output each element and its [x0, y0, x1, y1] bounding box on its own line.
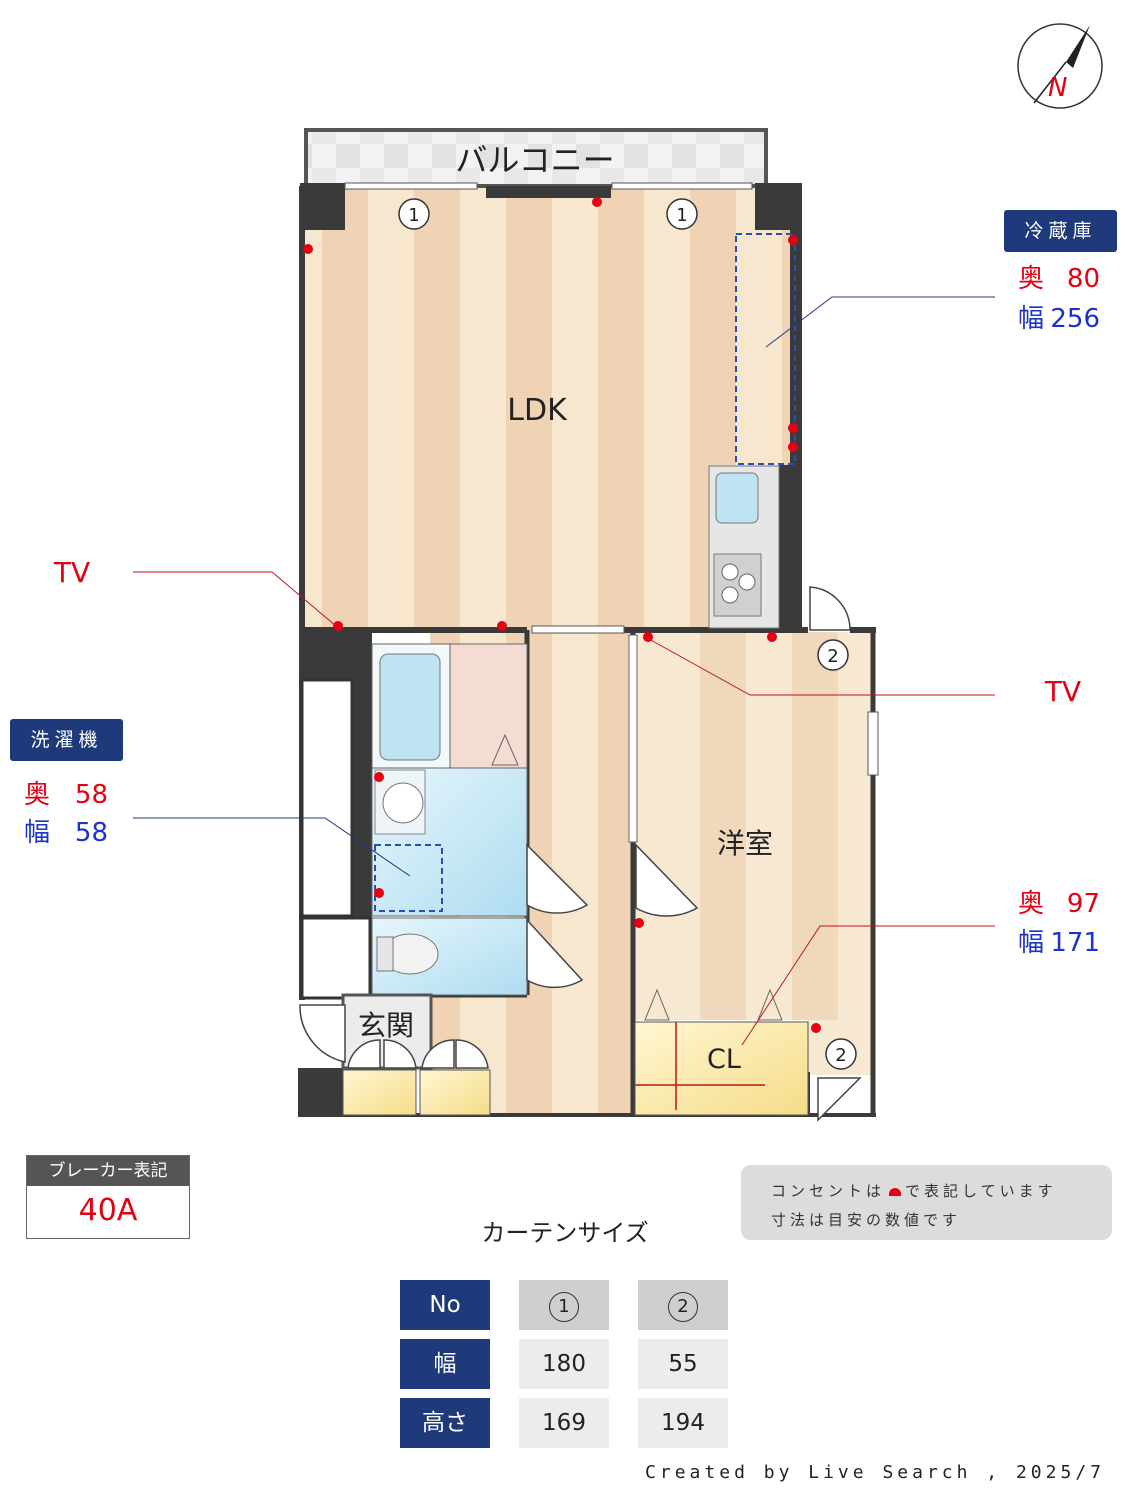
bath-side-room: [449, 643, 528, 769]
svg-text:2: 2: [827, 646, 838, 667]
entrance-label: 玄関: [358, 1009, 414, 1042]
window-marker-1b: 1: [666, 198, 698, 230]
breaker-box: ブレーカー表記 40A: [26, 1155, 190, 1239]
closet-depth: 奥 97: [1018, 887, 1100, 921]
leader-lines: [133, 296, 995, 1046]
ldk-label: LDK: [507, 393, 568, 428]
balcony-label: バルコニー: [455, 141, 614, 179]
fridge-badge: 冷蔵庫: [1004, 210, 1117, 252]
compass-letter: N: [1048, 73, 1067, 103]
washer-width-value: 58: [74, 818, 109, 848]
toilet-tank-icon: [376, 936, 394, 972]
storage-west-2: [300, 916, 372, 1000]
window-marker-2a: 2: [817, 639, 849, 671]
closet-depth-value: 97: [1066, 889, 1101, 919]
note-line-2: 寸法は目安の数値です: [771, 1211, 962, 1229]
curtain-width-1: 180: [519, 1339, 609, 1389]
fridge-width-value: 256: [1050, 304, 1101, 334]
closet-label: CL: [707, 1044, 741, 1075]
note-line-1a: コンセントは: [771, 1182, 886, 1200]
curtain-row-width-label: 幅: [400, 1339, 490, 1389]
wall-column-bath: [352, 630, 372, 918]
closet-door-icon-2: [757, 988, 783, 1021]
curtain-title: カーテンサイズ: [481, 1219, 649, 1247]
fridge-depth-label: 奥: [1018, 264, 1045, 294]
western-floor-stripe: [700, 632, 746, 1020]
basin-bowl-icon: [382, 782, 424, 824]
outlet-note: コンセントは で表記しています 寸法は目安の数値です: [741, 1165, 1112, 1240]
balcony-windows: [344, 182, 879, 776]
wall-block-ne: [755, 186, 802, 230]
wall-block-nw: [300, 186, 345, 230]
shoe-box-2: [419, 1069, 491, 1116]
western-room-label: 洋室: [717, 827, 773, 860]
wall-lintel: [486, 186, 611, 198]
credit-line: Created by Live Search , 2025/7: [645, 1462, 1105, 1483]
window-marker-1a: 1: [398, 198, 430, 230]
washer-depth-label: 奥: [24, 780, 51, 810]
svg-text:1: 1: [676, 205, 687, 226]
shoe-box-1: [342, 1069, 417, 1116]
washer-space: [374, 844, 443, 912]
curtain-height-2: 194: [638, 1398, 728, 1448]
washer-badge: 洗濯機: [10, 719, 123, 761]
fridge-space: [735, 233, 796, 465]
tv-label-western: TV: [1044, 675, 1081, 708]
kitchen-counter: [708, 465, 780, 629]
fridge-depth-value: 80: [1066, 264, 1101, 294]
closet-width-value: 171: [1050, 928, 1101, 958]
washer-width: 幅 58: [24, 816, 108, 850]
washer-depth-value: 58: [74, 780, 109, 810]
note-line-1b: で表記しています: [905, 1182, 1057, 1200]
window-marker-2b: 2: [825, 1038, 857, 1070]
curtain-width-2: 55: [638, 1339, 728, 1389]
wall-block-entry: [298, 1068, 343, 1116]
curtain-header-1: 1: [519, 1280, 609, 1330]
curtain-row-height-label: 高さ: [400, 1398, 490, 1448]
breaker-value: 40A: [78, 1193, 138, 1228]
breaker-title: ブレーカー表記: [27, 1156, 189, 1186]
tv-label-ldk: TV: [53, 556, 90, 589]
doors: [299, 586, 862, 1122]
fridge-width-label: 幅: [1018, 304, 1045, 334]
bath-side-door-icon: [491, 733, 519, 766]
curtain-header-no: No: [400, 1280, 490, 1330]
wall-block-kitchen: [779, 465, 802, 630]
outlet-symbol-icon: [889, 1188, 902, 1196]
closet-door-icon-1: [644, 988, 670, 1021]
western-floor-stripe2: [792, 632, 838, 1020]
curtain-height-1: 169: [519, 1398, 609, 1448]
fridge-depth: 奥 80: [1018, 262, 1100, 296]
balcony: バルコニー: [304, 128, 768, 188]
washer-width-label: 幅: [24, 818, 51, 848]
bathtub-icon: [379, 653, 441, 761]
closet-depth-label: 奥: [1018, 889, 1045, 919]
curtain-header-2: 2: [638, 1280, 728, 1330]
washer-depth: 奥 58: [24, 778, 108, 812]
closet-width-label: 幅: [1018, 928, 1045, 958]
svg-text:2: 2: [835, 1045, 846, 1066]
note-line-1: コンセントは で表記しています: [771, 1180, 1057, 1201]
compass: N: [1017, 23, 1103, 109]
svg-text:1: 1: [408, 205, 419, 226]
outlet-markers: [303, 197, 821, 1033]
kitchen-sink-icon: [715, 472, 759, 524]
storage-west-1: [300, 678, 354, 918]
closet: [634, 1021, 809, 1116]
sliding-door: [628, 634, 638, 843]
